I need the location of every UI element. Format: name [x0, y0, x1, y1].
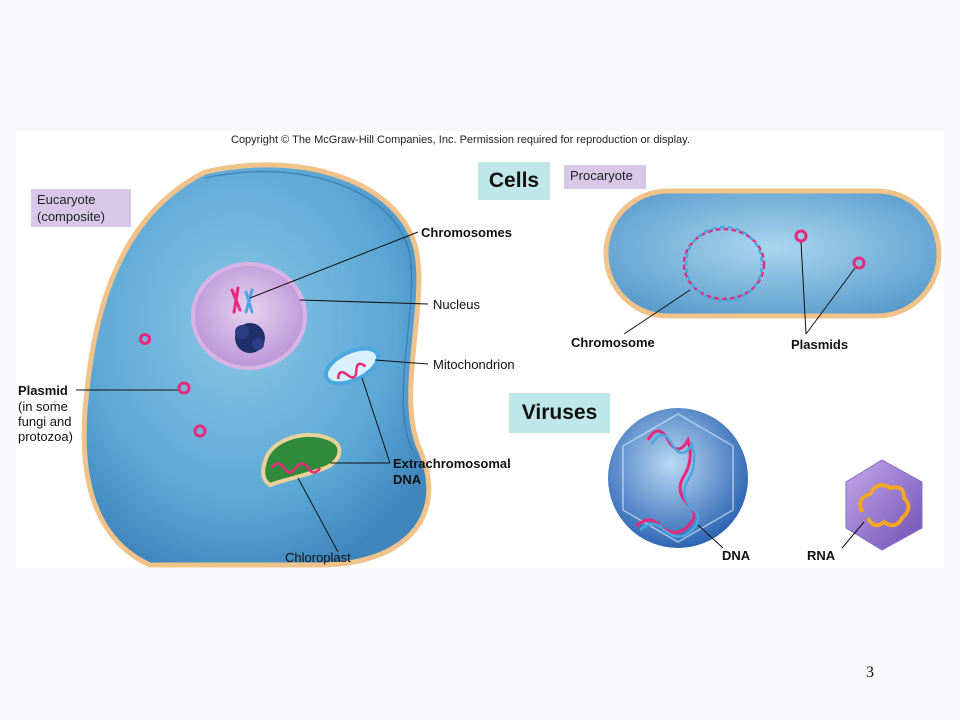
eucaryote-leader-lines: [76, 231, 429, 553]
eucaryote-tag-line-1: Eucaryote: [37, 192, 96, 207]
viruses-heading: Viruses: [509, 393, 610, 433]
label-plasmid-note-3: protozoa): [18, 429, 73, 444]
rna-leader-line: [841, 521, 865, 549]
dna-virus: [608, 408, 748, 548]
label-plasmids: Plasmids: [791, 337, 849, 352]
nucleus: [191, 262, 307, 370]
mitochondrion: [323, 346, 381, 386]
copyright-notice: Copyright © The McGraw-Hill Companies, I…: [231, 134, 690, 146]
label-chromosome: Chromosome: [571, 335, 655, 350]
procaryote-cell: [603, 188, 942, 319]
eucaryote-plasmids: [139, 333, 207, 438]
label-plasmid-note-1: (in some: [18, 399, 68, 414]
cells-heading: Cells: [478, 162, 550, 200]
procaryote-leader-lines: [623, 241, 856, 335]
label-mitochondrion: Mitochondrion: [433, 357, 515, 372]
label-extrachromosomal-2: DNA: [393, 472, 422, 487]
procaryote-tag: Procaryote: [564, 165, 646, 189]
label-plasmid-note-2: fungi and: [18, 414, 72, 429]
chloroplast: [261, 432, 342, 488]
label-plasmid: Plasmid: [18, 383, 68, 398]
rna-virus: [845, 459, 923, 551]
label-chromosomes: Chromosomes: [421, 225, 513, 240]
label-dna: DNA: [722, 548, 751, 563]
dna-leader-line: [697, 524, 724, 549]
label-extrachromosomal-1: Extrachromosomal: [393, 456, 511, 471]
label-rna: RNA: [807, 548, 836, 563]
eucaryote-tag: Eucaryote (composite): [31, 189, 131, 227]
label-nucleus: Nucleus: [433, 297, 480, 312]
eucaryote-tag-line-2: (composite): [37, 209, 105, 224]
label-chloroplast: Chloroplast: [285, 550, 351, 565]
page-number: 3: [866, 664, 874, 681]
